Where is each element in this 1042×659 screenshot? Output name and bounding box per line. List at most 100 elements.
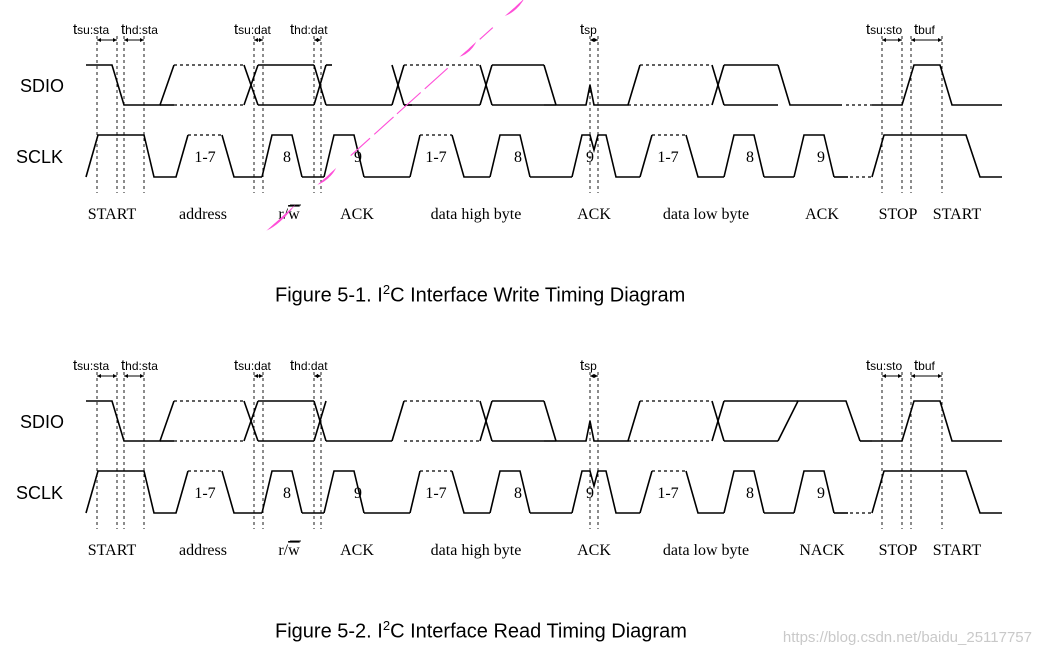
sdio-fall [543, 400, 557, 442]
sclk-wave [451, 470, 490, 514]
arrow-head [317, 38, 321, 42]
sclk-wave [221, 470, 262, 514]
sdio-cross [711, 400, 725, 442]
sclk-pulse-8b [489, 134, 531, 178]
timing-label-su-sta: tsu:sta [73, 357, 110, 374]
sdio-ack-spike [556, 64, 641, 106]
phase-label: data low byte [663, 206, 749, 223]
sclk-pulse-9 [323, 470, 365, 514]
phase-label: ACK [340, 206, 374, 223]
clock-label: 8 [514, 485, 522, 502]
phase-label: data high byte [431, 542, 522, 559]
sclk-pulse-8 [261, 134, 303, 178]
phase-label: address [179, 206, 227, 223]
sdio-cross [243, 400, 259, 442]
phase-label: r/w [278, 542, 300, 559]
sdio-cross [391, 64, 405, 106]
timing-label-su-sto: tsu:sto [866, 21, 903, 38]
arrow-head [140, 374, 144, 378]
phase-label: ACK [805, 206, 839, 223]
arrow-head [140, 38, 144, 42]
timing-label-su-sto: tsu:sto [866, 357, 903, 374]
timing-label-hd-sta: thd:sta [121, 21, 158, 38]
timing-label-buf: tbuf [914, 357, 936, 374]
sclk-pulse-8b [489, 470, 531, 514]
sdio-nack [777, 400, 861, 442]
arrow-head [254, 374, 258, 378]
sclk-pulse-9c [793, 134, 835, 178]
arrow-head [124, 374, 128, 378]
sdio-cross [479, 64, 493, 106]
clock-label: 9 [817, 485, 825, 502]
caption-suffix: C Interface Read Timing Diagram [390, 620, 687, 643]
figure-5-2-caption: Figure 5-2. I2C Interface Read Timing Di… [275, 618, 687, 644]
sdio-rise [391, 400, 405, 442]
arrow-head [938, 374, 942, 378]
arrow-head [259, 374, 263, 378]
sclk-wave [451, 134, 490, 178]
caption-prefix: Figure 5-2. I [275, 620, 383, 643]
phase-label: ACK [340, 542, 374, 559]
phase-label: START [88, 542, 137, 559]
clock-label: 8 [283, 485, 291, 502]
sclk-rise [409, 470, 421, 514]
clock-label: 1-7 [194, 149, 215, 166]
arrow-head [911, 38, 915, 42]
sdio-start-waveform [86, 64, 175, 106]
caption-suffix: C Interface Write Timing Diagram [390, 284, 686, 307]
clock-label: 1-7 [425, 149, 446, 166]
sdio-ack-end [777, 64, 842, 106]
sclk-pulse-9c [793, 470, 835, 514]
sclk-label: SCLK [16, 483, 63, 503]
clock-label: 9 [817, 149, 825, 166]
sclk-pulse-8c [723, 470, 765, 514]
arrow-head [590, 38, 594, 42]
timing-label-su-sta: tsu:sta [73, 21, 110, 38]
phase-label: ACK [577, 206, 611, 223]
sclk-start [85, 470, 189, 514]
timing-label-sp: tsp [580, 357, 597, 374]
sclk-pulse-9-spike [571, 470, 640, 514]
caption-sup: 2 [382, 282, 391, 297]
arrow-head [124, 38, 128, 42]
clock-label: 9 [354, 149, 362, 166]
sclk-pulse-8 [261, 470, 303, 514]
sdio-stop-start [872, 400, 1002, 442]
arrow-head [938, 38, 942, 42]
sdio-cross [479, 400, 493, 442]
caption-prefix: Figure 5-1. I [275, 284, 383, 307]
phase-label: START [88, 206, 137, 223]
sclk-rise [639, 134, 653, 178]
sdio-cross [711, 64, 725, 106]
arrow-head [259, 38, 263, 42]
arrow-head [97, 38, 101, 42]
phase-label: NACK [799, 542, 845, 559]
clock-label: 8 [283, 149, 291, 166]
timing-label-su-dat: tsu:dat [234, 357, 272, 374]
arrow-head [898, 38, 902, 42]
sclk-pulse-9 [323, 134, 365, 178]
phase-label: STOP [879, 206, 918, 223]
arrow-head [898, 374, 902, 378]
sdio-cross [243, 64, 259, 106]
clock-label: 1-7 [194, 485, 215, 502]
timing-label-hd-sta: thd:sta [121, 357, 158, 374]
phase-label: STOP [879, 542, 918, 559]
phase-label: ACK [577, 542, 611, 559]
arrow-head [590, 374, 594, 378]
arrow-head [113, 38, 117, 42]
caption-sup: 2 [382, 618, 391, 633]
sclk-pulse-9-spike [571, 134, 640, 178]
sclk-stop [871, 470, 1002, 514]
phase-label: data high byte [431, 206, 522, 223]
phase-label: data low byte [663, 542, 749, 559]
arrow-head [317, 374, 321, 378]
timing-label-hd-dat: thd:dat [290, 357, 328, 374]
phase-label: START [933, 206, 982, 223]
clock-label: 1-7 [657, 149, 678, 166]
timing-label-hd-dat: thd:dat [290, 21, 328, 38]
arrow-head [594, 374, 598, 378]
